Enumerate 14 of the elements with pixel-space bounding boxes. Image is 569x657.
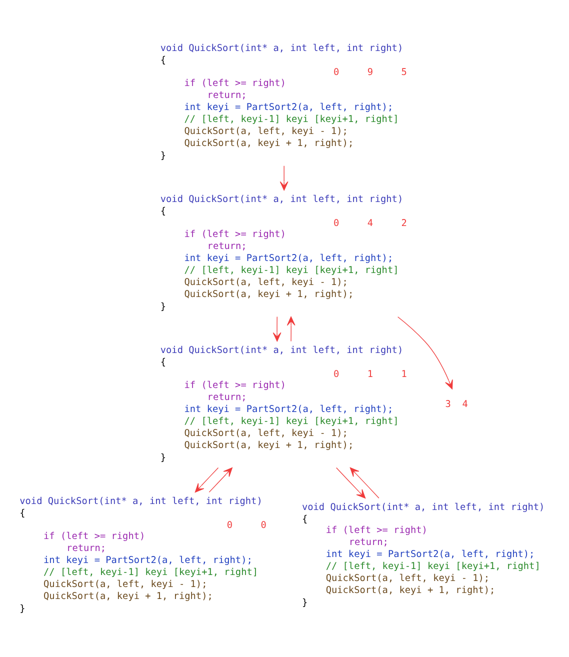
node-text: 3 4: [445, 398, 468, 410]
node-label: 0 4 2: [334, 218, 407, 229]
node-label: 0 1 1: [334, 368, 407, 380]
arrow: [194, 466, 219, 492]
arrow: [286, 316, 296, 342]
arrow: [208, 466, 232, 492]
arrow: [350, 466, 380, 498]
node-text: void QuickSort(int* a, int left, int right) { if (left >= right) return; int keyi = PartSort2(a, left, right); // [left, keyi-1] keyi [keyi+1, right] QuickSort(a, left, keyi - 1); QuickSort(a, keyi + 1, right); }: [302, 502, 545, 608]
arrow: [336, 466, 366, 498]
node-label: 0 9 5: [334, 66, 407, 78]
arrow: [397, 316, 453, 389]
arrow: [272, 316, 282, 342]
arrow: [280, 164, 288, 190]
node-label: 0 0: [226, 520, 266, 530]
